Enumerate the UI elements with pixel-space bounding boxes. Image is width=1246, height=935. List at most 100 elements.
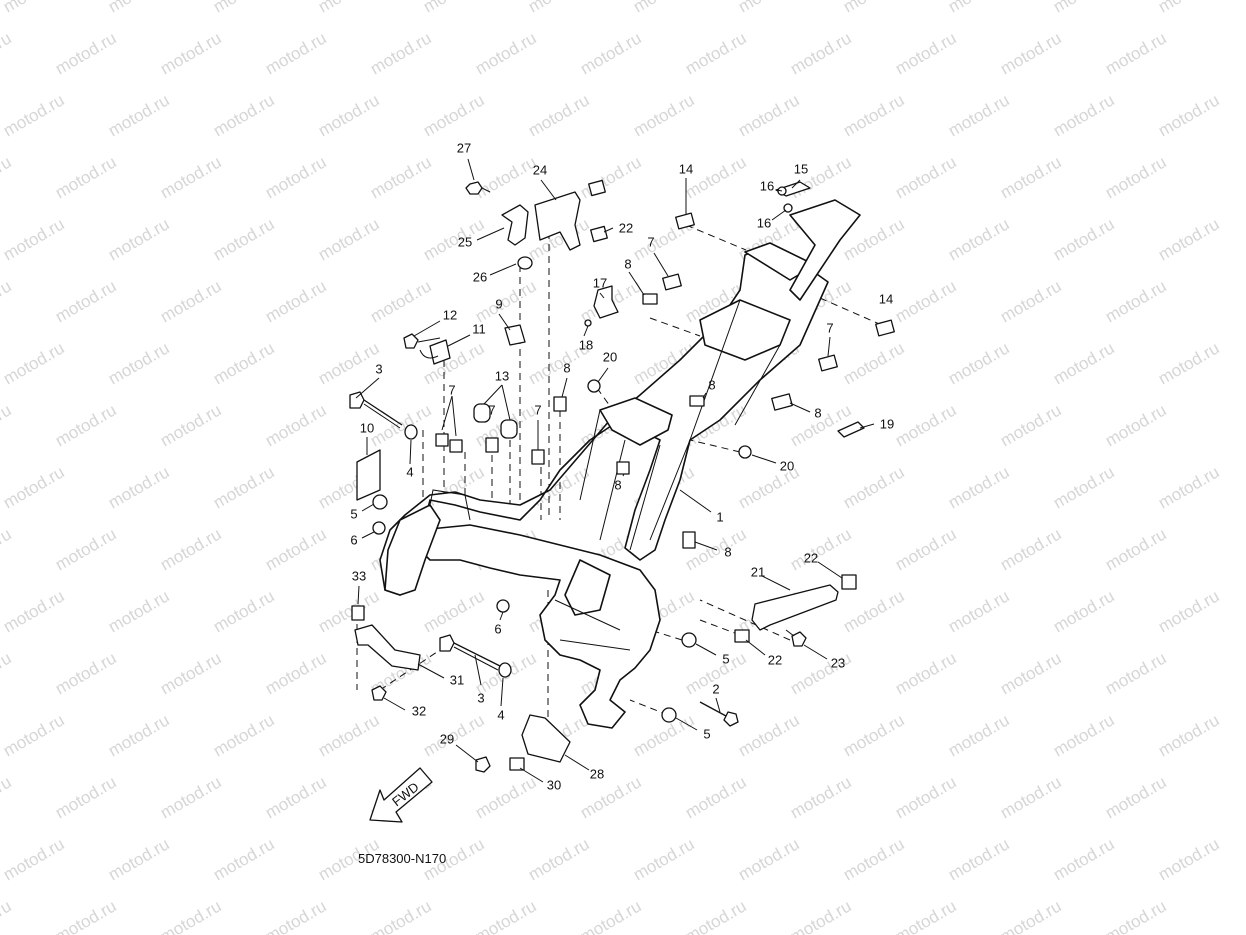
screw-18-icon xyxy=(584,319,592,327)
callout-21: 21 xyxy=(751,564,765,579)
bolt-12-icon xyxy=(403,333,441,349)
bracket-25-icon xyxy=(501,204,529,246)
callout-7d: 7 xyxy=(488,402,495,417)
nut-7-c-icon xyxy=(435,433,449,447)
nut-14-right-icon xyxy=(875,319,895,337)
callout-8b: 8 xyxy=(563,360,570,375)
callout-14a: 14 xyxy=(679,161,693,176)
callout-7a: 7 xyxy=(647,234,654,249)
callout-7b: 7 xyxy=(826,320,833,335)
assembly-lines xyxy=(356,224,885,720)
callout-20b: 20 xyxy=(780,458,794,473)
callout-1: 1 xyxy=(716,509,723,524)
callout-3a: 3 xyxy=(375,361,382,376)
callout-5b: 5 xyxy=(722,651,729,666)
cover-28-icon xyxy=(521,714,571,763)
callout-29: 29 xyxy=(440,731,454,746)
callout-4a: 4 xyxy=(406,464,413,479)
clip-22-top2-icon xyxy=(590,225,608,243)
bracket-21-icon xyxy=(751,584,839,631)
callout-8d: 8 xyxy=(814,405,821,420)
callout-8c: 8 xyxy=(708,377,715,392)
nut-5-a-icon xyxy=(372,494,388,510)
leader-lines xyxy=(355,158,875,783)
bolt-32-icon xyxy=(371,685,387,701)
nut-20-a-icon xyxy=(587,379,601,393)
callout-13: 13 xyxy=(495,368,509,383)
wire-11-icon xyxy=(419,349,439,359)
bracket-17-icon xyxy=(593,285,619,319)
bolt-3-lower-icon xyxy=(439,634,501,671)
callout-12: 12 xyxy=(443,307,457,322)
nut-14-top-icon xyxy=(675,212,695,230)
callout-15: 15 xyxy=(794,161,808,176)
nut-7-d-icon xyxy=(449,439,463,453)
clip-22-top-icon xyxy=(588,179,606,197)
nut-7-e-icon xyxy=(531,449,545,465)
collar-13-b-icon xyxy=(500,419,518,439)
clip-22-b-icon xyxy=(841,574,857,590)
callout-2: 2 xyxy=(712,681,719,696)
stay-31-icon xyxy=(354,624,421,671)
parts xyxy=(349,179,895,773)
callout-11: 11 xyxy=(472,321,486,336)
callout-3b: 3 xyxy=(477,690,484,705)
bolt-23-icon xyxy=(785,629,807,647)
clip-7-f-icon xyxy=(485,437,499,453)
callout-6a: 6 xyxy=(350,532,357,547)
callout-19: 19 xyxy=(880,416,894,431)
callout-4b: 4 xyxy=(497,707,504,722)
callout-10: 10 xyxy=(360,420,374,435)
main-frame xyxy=(379,199,861,729)
grommet-26-icon xyxy=(517,256,533,270)
callout-22a: 22 xyxy=(804,550,818,565)
callout-32: 32 xyxy=(412,703,426,718)
callout-8f: 8 xyxy=(724,544,731,559)
collar-13-a-icon xyxy=(473,403,491,423)
callout-5c: 5 xyxy=(703,726,710,741)
callout-30: 30 xyxy=(547,777,561,792)
callout-20a: 20 xyxy=(603,349,617,364)
plate-24-icon xyxy=(534,191,581,251)
callout-layer: 1 2 3 3 4 4 5 5 5 6 6 7 7 7 7 7 8 8 8 8 … xyxy=(350,140,894,792)
callout-22c: 22 xyxy=(619,220,633,235)
bolt-3-upper-icon xyxy=(349,391,403,429)
clip-33-icon xyxy=(351,605,365,621)
fwd-arrow: FWD xyxy=(369,767,433,823)
nut-20-b-icon xyxy=(738,445,752,459)
cap-6-a-icon xyxy=(372,521,386,535)
clip-22-c-icon xyxy=(734,629,750,643)
plate-11-icon xyxy=(429,339,451,365)
callout-18: 18 xyxy=(579,337,593,352)
callout-24: 24 xyxy=(533,162,547,177)
callout-22b: 22 xyxy=(768,652,782,667)
callout-23: 23 xyxy=(831,655,845,670)
cap-6-b-icon xyxy=(496,599,510,613)
clip-8-d-icon xyxy=(771,393,793,411)
nut-5-b-icon xyxy=(681,632,697,648)
callout-8e: 8 xyxy=(614,477,621,492)
callout-33: 33 xyxy=(352,568,366,583)
callout-17: 17 xyxy=(593,275,607,290)
sheet-10-icon xyxy=(356,449,381,501)
callout-7e: 7 xyxy=(534,402,541,417)
label-19-icon xyxy=(837,421,865,438)
clip-8-a-icon xyxy=(642,293,658,305)
callout-26: 26 xyxy=(473,269,487,284)
callout-16a: 16 xyxy=(760,178,774,193)
nut-7-a-icon xyxy=(662,273,682,291)
callout-16b: 16 xyxy=(757,215,771,230)
washer-4-b-icon xyxy=(498,662,512,678)
nut-5-c-icon xyxy=(661,707,677,723)
nut-7-b-icon xyxy=(818,354,838,372)
diagram-code: 5D78300-N170 xyxy=(358,851,447,866)
callout-5a: 5 xyxy=(350,506,357,521)
callout-27: 27 xyxy=(457,140,471,155)
callout-31: 31 xyxy=(450,672,464,687)
bolt-29-icon xyxy=(475,756,491,773)
callout-28: 28 xyxy=(590,766,604,781)
washer-4-a-icon xyxy=(404,424,418,440)
callout-6b: 6 xyxy=(494,621,501,636)
bolt-2-icon xyxy=(699,701,739,727)
